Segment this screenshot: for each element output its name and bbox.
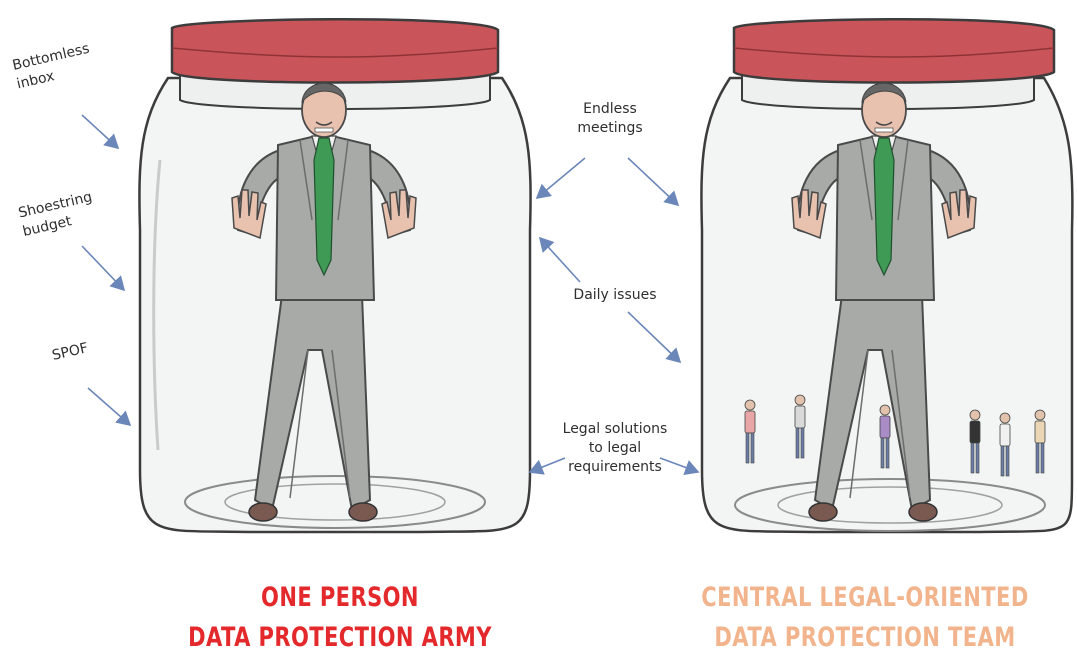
right-jar-lid xyxy=(732,17,1056,84)
right-jar xyxy=(700,17,1074,534)
left-caption: ONE PERSON DATA PROTECTION ARMY xyxy=(184,578,496,658)
label-daily-issues: Daily issues xyxy=(573,287,657,303)
right-caption-line1: CENTRAL LEGAL-ORIENTED xyxy=(701,582,1029,613)
arrows xyxy=(81,114,700,476)
left-caption-line2: DATA PROTECTION ARMY xyxy=(188,622,492,653)
right-caption-line2: DATA PROTECTION TEAM xyxy=(714,622,1016,653)
right-caption: CENTRAL LEGAL-ORIENTED DATA PROTECTION T… xyxy=(690,578,1041,658)
label-legal-solutions: Legal solutions to legal requirements xyxy=(562,421,668,475)
label-endless-meetings: Endless meetings xyxy=(577,101,643,136)
left-caption-line1: ONE PERSON xyxy=(261,582,419,613)
left-jar xyxy=(138,17,532,534)
left-jar-lid xyxy=(170,17,500,84)
